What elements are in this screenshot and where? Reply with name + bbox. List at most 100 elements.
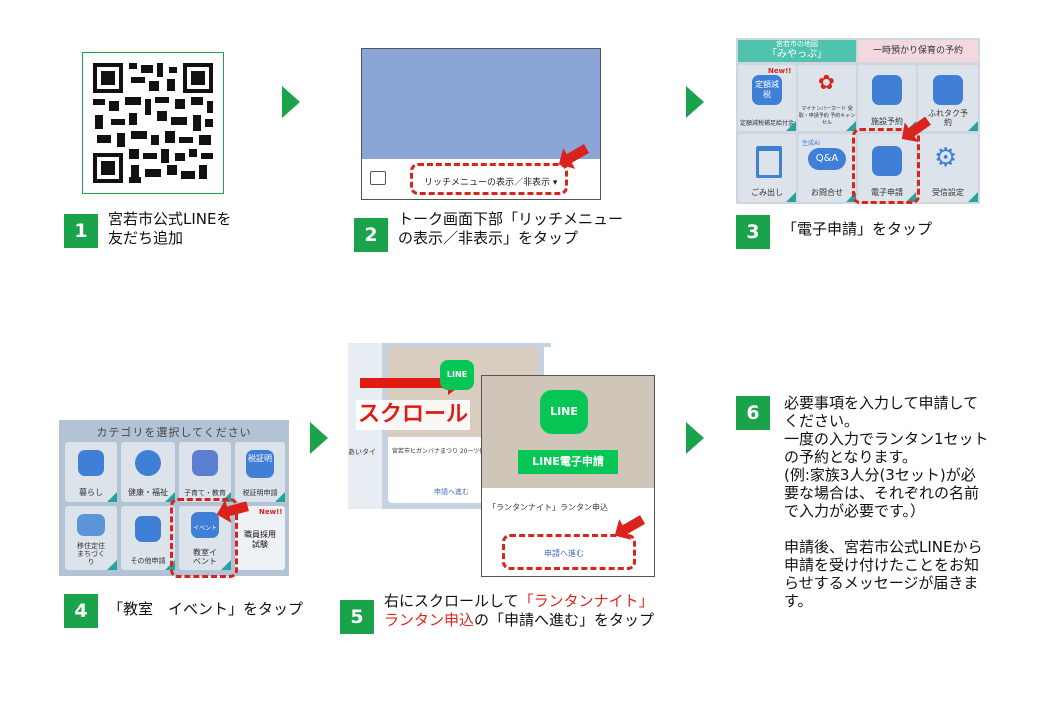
step-3-text: 「電子申請」をタップ — [782, 220, 933, 238]
corner-marker — [221, 560, 231, 570]
tab-miyappu-label: 「みやっぷ」 — [767, 49, 827, 60]
tile-label: 暮らし — [79, 488, 103, 497]
tile-label: 健康・福祉 — [128, 488, 168, 497]
bus-icon — [933, 75, 963, 105]
step-1-line-1: 宮若市公式LINEを — [108, 210, 232, 228]
talk-screen: リッチメニューの表示／非表示 ▾ — [361, 48, 601, 200]
event-icon: イベント — [191, 512, 219, 538]
step-6-number: 6 — [736, 396, 770, 430]
tab-childcare[interactable]: 一時預かり保育の予約 — [858, 40, 978, 62]
line-logo: LINE — [540, 390, 588, 434]
qa-icon: Q&A — [808, 148, 846, 170]
corner-marker — [906, 192, 916, 202]
tile-other-applications[interactable]: その他申請 — [121, 506, 175, 570]
tile-recruitment[interactable]: New!! 職員採用試験 — [235, 506, 285, 570]
lantern-card-title: 「ランタンナイト」ランタン申込 — [488, 503, 608, 512]
corner-marker — [221, 492, 231, 502]
step-6-line: (例:家族3人分(3セット)が必 — [784, 466, 976, 484]
tile-health[interactable]: 健康・福祉 — [121, 442, 175, 502]
step-4-number: 4 — [64, 594, 98, 628]
tile-label: その他申請 — [130, 557, 166, 565]
card-middle-button[interactable]: 申請へ進む — [434, 488, 469, 496]
scroll-arrow-bar — [360, 378, 450, 388]
tile-label: お問合せ — [811, 188, 843, 197]
flow-arrow-2 — [686, 86, 704, 118]
step-6-line: ください。 — [784, 412, 860, 430]
lantern-card: LINE LINE電子申請 「ランタンナイト」ランタン申込 申請へ進む — [481, 375, 655, 577]
step-6-line: 要な場合は、それぞれの名前 — [784, 484, 980, 502]
qr-code-image — [91, 61, 215, 185]
step-6-line: らせするメッセージが届きま — [784, 574, 979, 592]
tile-tax-reduction[interactable]: 定額減税 New!! 定額減税補足給付金 — [738, 65, 796, 131]
corner-marker — [846, 192, 856, 202]
corner-marker — [107, 492, 117, 502]
step-5-number: 5 — [340, 600, 374, 634]
rich-menu-toggle[interactable]: リッチメニューの表示／非表示 ▾ — [424, 178, 558, 188]
corner-marker — [275, 492, 285, 502]
line-logo-small: LINE — [440, 360, 474, 390]
tile-inquiry[interactable]: 生成AI Q&A お問合せ — [798, 134, 856, 202]
tile-label: 電子申請 — [871, 188, 903, 197]
step-5-text: 右にスクロールして「ランタンナイト」 ランタン申込の「申請へ進む」をタップ — [384, 592, 654, 630]
step-1-text: 宮若市公式LINEを 友だち追加 — [108, 210, 231, 248]
tile-label: 教室イベント — [193, 548, 217, 566]
proceed-button[interactable]: 申請へ進む — [544, 549, 584, 558]
step-6-line: 必要事項を入力して申請して — [784, 394, 979, 412]
keyboard-icon[interactable] — [370, 171, 386, 185]
tile-label: ふれタク予約 — [928, 109, 968, 127]
corner-marker — [165, 492, 175, 502]
house-icon — [78, 450, 104, 476]
tile-childcare[interactable]: 子育て・教育 — [179, 442, 231, 502]
trash-icon — [756, 146, 782, 178]
step-6-spacer — [784, 520, 989, 538]
gear-icon: ⚙ — [934, 143, 958, 173]
step-3-number: 3 — [736, 215, 770, 249]
tile-notification-settings[interactable]: ⚙ 受信設定 — [918, 134, 978, 202]
step-1-number: 1 — [64, 214, 98, 248]
tile-label: 移住定住まちづくり — [77, 542, 105, 566]
tile-settlement[interactable]: 移住定住まちづくり — [65, 506, 117, 570]
tile-tax-certificate[interactable]: 税証明 税証明申請 — [235, 442, 285, 502]
tile-label: ごみ出し — [751, 188, 783, 197]
step-2-text: トーク画面下部「リッチメニュー の表示／非表示」をタップ — [398, 210, 623, 248]
corner-marker — [846, 121, 856, 131]
tile-label: 施設予約 — [871, 117, 903, 126]
tax-icon: 定額減税 — [752, 75, 782, 105]
tile-label: 職員採用試験 — [244, 530, 276, 549]
step-5-line-2-post: の「申請へ進む」をタップ — [474, 611, 655, 629]
category-header: カテゴリを選択してください — [96, 426, 252, 439]
tile-living[interactable]: 暮らし — [65, 442, 117, 502]
step-5-line-1-pre: 右にスクロールして — [384, 592, 519, 610]
handshake-icon — [77, 514, 105, 536]
step-5-line-2-red: ランタン申込 — [384, 611, 475, 629]
step-6-line: の予約となります。 — [784, 448, 918, 466]
stroller-icon — [192, 450, 218, 476]
qr-code-frame — [82, 52, 224, 194]
step-6-line: 申請後、宮若市公式LINEから — [784, 538, 983, 556]
highlight-rich-menu-toggle — [410, 163, 568, 195]
mascot-icon: ✿ — [818, 70, 835, 94]
pen-icon — [135, 516, 161, 542]
tile-label: マイナンバーカード 受取・申請予約 予約キャンセル — [798, 106, 856, 126]
highlight-proceed-button — [502, 534, 636, 570]
new-badge: New!! — [259, 508, 283, 516]
tile-label: 定額減税補足給付金 — [739, 120, 794, 127]
corner-marker — [786, 192, 796, 202]
tile-facility-booking[interactable]: 施設予約 — [858, 65, 916, 131]
step-1-line-2: 友だち追加 — [108, 229, 184, 247]
corner-marker — [107, 560, 117, 570]
tile-label: 子育て・教育 — [184, 489, 226, 497]
step-2-line-2: の表示／非表示」をタップ — [398, 229, 579, 247]
corner-marker — [968, 192, 978, 202]
tile-mynumber[interactable]: ✿ マイナンバーカード 受取・申請予約 予約キャンセル — [798, 65, 856, 131]
calendar-icon — [872, 75, 902, 105]
tab-miyappu-small: 宮若市の地図 — [776, 40, 818, 48]
tile-garbage[interactable]: ごみ出し — [738, 134, 796, 202]
card-middle-title: 宮若市ヒガンバナまつり 20ーツ体験」 — [392, 448, 498, 455]
corner-marker — [786, 121, 796, 131]
tab-miyappu[interactable]: 宮若市の地図 「みやっぷ」 — [738, 40, 856, 62]
tile-label: 税証明申請 — [242, 489, 278, 497]
step-6-line: で入力が必要です。） — [784, 502, 926, 520]
step-4-text: 「教室 イベント」をタップ — [108, 600, 304, 618]
tile-label: 受信設定 — [932, 188, 964, 197]
